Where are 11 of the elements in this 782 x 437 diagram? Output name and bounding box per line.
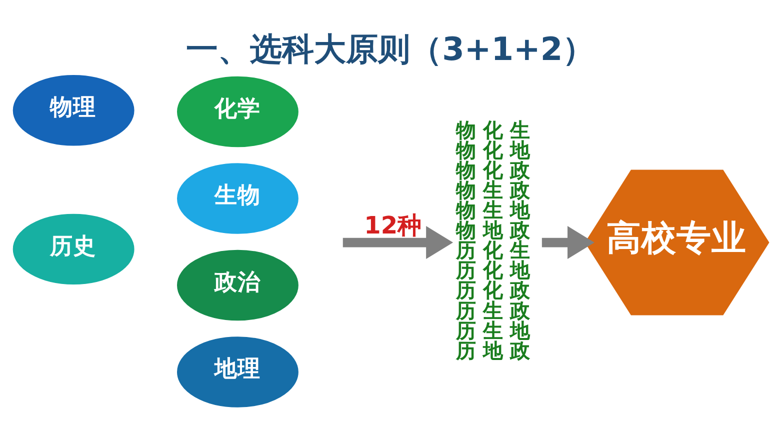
node-ellipse: 生物 [177, 163, 298, 234]
node-text: 物 化 生 物 化 地 物 化 政 物 生 政 物 生 地 物 地 政 历 化 生 历 化 地 历 化 政 历 生 政 历 生 地 历 地 政 [456, 118, 530, 362]
node-ellipse: 物理 [12, 75, 134, 146]
node-ellipse: 地理 [177, 336, 298, 408]
node-ellipse: 历史 [12, 214, 134, 285]
arrow [542, 226, 594, 260]
node-ellipse: 政治 [177, 250, 298, 321]
diagram-title: 一、选科大原则（3+1+2） [186, 30, 595, 68]
arrow [342, 226, 454, 260]
node-ellipse: 化学 [177, 76, 298, 148]
edge-label: 12种 [364, 212, 422, 240]
